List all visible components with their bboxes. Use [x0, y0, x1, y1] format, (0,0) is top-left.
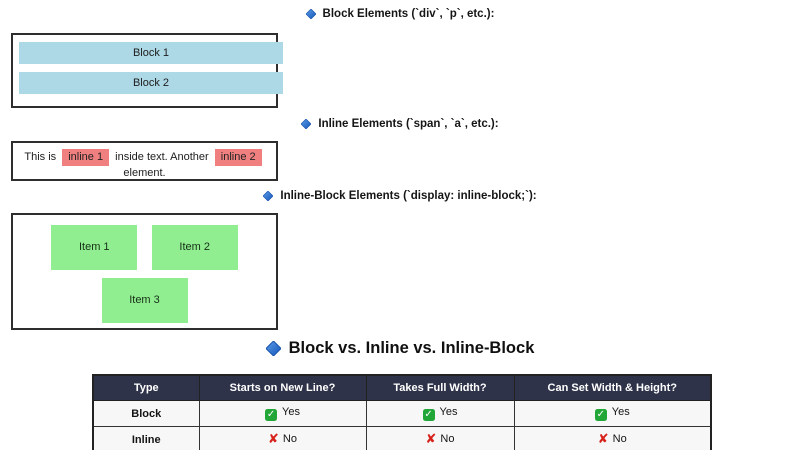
block-element-1: Block 1 — [19, 42, 283, 64]
cell-label: Yes — [439, 406, 458, 418]
blue-diamond-icon — [301, 119, 312, 129]
inline-text-before: This is — [24, 151, 57, 163]
page-title: Block vs. Inline vs. Inline-Block — [0, 339, 800, 358]
type-cell: Block — [92, 400, 200, 427]
value-cell: ✘No — [513, 426, 712, 450]
value-cell: ✓ Yes — [198, 400, 367, 427]
table-header-row: Type Starts on New Line? Takes Full Widt… — [92, 374, 712, 401]
inline-block-demo-box: Item 1 Item 2 Item 3 — [11, 213, 278, 330]
column-header-width-height: Can Set Width & Height? — [513, 374, 712, 401]
cross-icon: ✘ — [597, 432, 609, 447]
inline-chip-2: inline 2 — [214, 149, 262, 166]
inline-chip-1: inline 1 — [62, 149, 110, 166]
inline-block-item-3: Item 3 — [101, 278, 188, 323]
cell-label: Yes — [282, 406, 300, 418]
cell-label: No — [612, 433, 627, 445]
value-cell: ✓ Yes — [365, 400, 515, 427]
block-demo-box: Block 1 Block 2 — [11, 33, 283, 108]
cross-icon: ✘ — [268, 432, 279, 447]
column-header-full-width: Takes Full Width? — [365, 374, 515, 401]
value-cell: ✘No — [198, 426, 367, 450]
blue-diamond-icon — [305, 9, 316, 19]
inline-text-middle: inside text. Another — [115, 151, 209, 163]
section-header-block: Block Elements (`div`, `p`, etc.): — [0, 8, 800, 20]
table-row-block: Block ✓ Yes ✓ Yes ✓ Yes — [92, 400, 712, 427]
value-cell: ✓ Yes — [513, 400, 712, 427]
blue-diamond-icon — [263, 191, 274, 201]
cell-label: Yes — [611, 406, 630, 418]
inline-demo-box: This is inline 1 inside text. Another in… — [11, 141, 278, 181]
check-icon: ✓ — [265, 409, 278, 421]
section-header-label: Inline Elements (`span`, `a`, etc.): — [318, 118, 499, 130]
inline-text-after: element. — [123, 167, 166, 179]
inline-block-item-2: Item 2 — [151, 225, 238, 270]
table-row-inline: Inline ✘No ✘No ✘No — [92, 426, 712, 450]
cell-label: No — [282, 433, 297, 445]
comparison-table: Type Starts on New Line? Takes Full Widt… — [92, 374, 712, 450]
column-header-type: Type — [92, 374, 200, 401]
section-header-label: Inline-Block Elements (`display: inline-… — [280, 190, 537, 202]
type-cell: Inline — [92, 426, 200, 450]
blue-diamond-icon — [265, 341, 281, 356]
page-title-label: Block vs. Inline vs. Inline-Block — [288, 339, 535, 357]
inline-demo-line1: This is inline 1 inside text. Another in… — [13, 149, 276, 166]
check-icon: ✓ — [422, 409, 435, 421]
section-header-inline: Inline Elements (`span`, `a`, etc.): — [0, 118, 800, 130]
check-icon: ✓ — [594, 409, 607, 421]
inline-block-item-1: Item 1 — [51, 225, 138, 270]
section-header-inline-block: Inline-Block Elements (`display: inline-… — [0, 190, 800, 202]
cell-label: No — [440, 433, 455, 445]
column-header-new-line: Starts on New Line? — [198, 374, 367, 401]
section-header-label: Block Elements (`div`, `p`, etc.): — [322, 8, 495, 20]
value-cell: ✘No — [365, 426, 515, 450]
block-element-2: Block 2 — [19, 72, 283, 94]
cross-icon: ✘ — [425, 432, 437, 447]
